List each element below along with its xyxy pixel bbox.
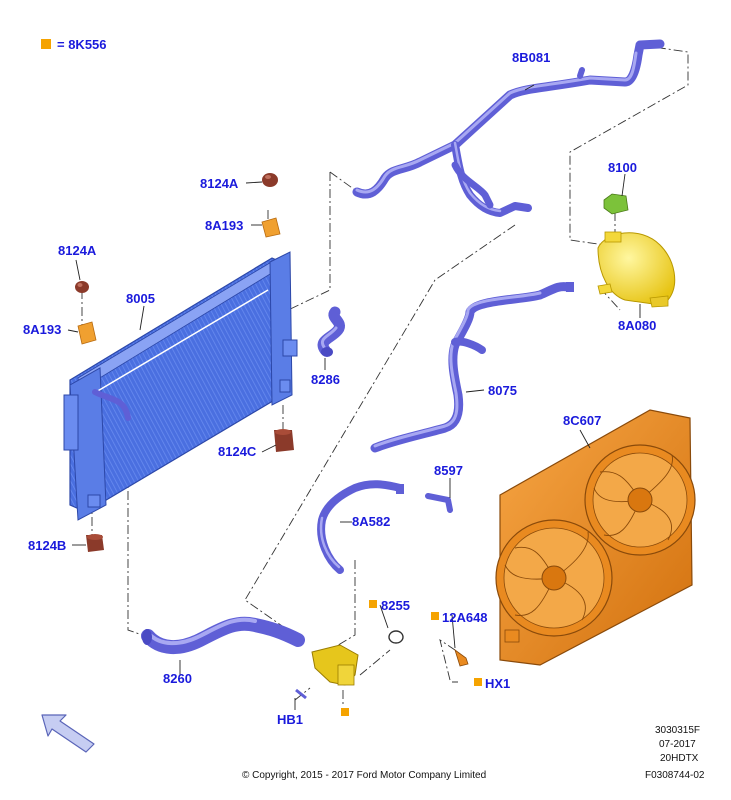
pipe-8597 [425,493,453,513]
reservoir-8A080 [597,231,676,308]
label-8A193-left: 8A193 [23,322,61,337]
mount-8124A-left [75,281,89,293]
bracket-8A193-top [261,217,281,238]
footer-date: 07-2017 [659,739,696,750]
label-8075: 8075 [488,383,517,398]
hose-8260 [141,616,305,654]
label-8124A-top: 8124A [200,176,239,191]
cap-8100 [603,193,629,215]
label-8255: 8255 [381,598,410,613]
label-8260: 8260 [163,671,192,686]
label-8005: 8005 [126,291,155,306]
label-8124A-left: 8124A [58,243,97,258]
hose-8075 [370,282,574,453]
mount-8124B [86,534,104,552]
mount-8124C [274,429,294,452]
fan-shroud-8C607 [495,409,696,666]
part-labels: 8B081 8124A 8A193 8124A 8005 8A193 8286 … [23,50,656,727]
leader-lines [67,84,641,710]
legend: = 8K556 [41,37,107,52]
bracket-8A193-left [77,321,97,345]
label-12A648: 12A648 [442,610,488,625]
label-HX1: HX1 [485,676,510,691]
label-8A582: 8A582 [352,514,390,529]
label-8A080: 8A080 [618,318,656,333]
footer: 3030315F 07-2017 20HDTX © Copyright, 201… [242,725,705,781]
label-8100: 8100 [608,160,637,175]
footer-code2: 20HDTX [660,753,699,764]
label-8B081: 8B081 [512,50,550,65]
label-8124C: 8124C [218,444,257,459]
label-8C607: 8C607 [563,413,601,428]
label-HB1: HB1 [277,712,303,727]
label-8A193-top: 8A193 [205,218,243,233]
label-8124B: 8124B [28,538,66,553]
legend-markers [341,600,482,716]
footer-copyright: © Copyright, 2015 - 2017 Ford Motor Comp… [242,770,486,781]
label-8286: 8286 [311,372,340,387]
legend-square-icon [41,39,51,49]
radiator-8005 [63,251,298,521]
thermostat-housing [295,630,469,700]
hose-8286 [317,306,345,357]
footer-code3: F0308744-02 [645,770,705,781]
hose-8B081 [352,39,665,217]
hose-8A582 [317,480,404,574]
arrow-icon [41,714,95,753]
mount-8124A-top [262,173,278,187]
footer-code1: 3030315F [655,725,700,736]
legend-text: = 8K556 [57,37,107,52]
label-8597: 8597 [434,463,463,478]
